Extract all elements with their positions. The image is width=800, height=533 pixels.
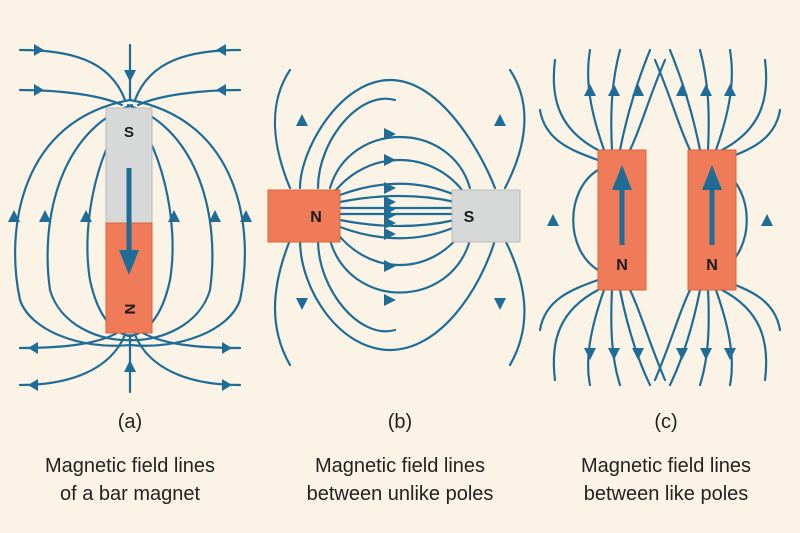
panel-c-letter: (c) [654, 411, 678, 433]
arrow-icon [28, 379, 38, 391]
field-line [128, 98, 246, 347]
panel-b-letter: (b) [387, 411, 413, 433]
panel-c-arrows [547, 84, 773, 360]
panel-b-arrows [296, 114, 506, 310]
magnet-c-right-label: N [706, 257, 718, 274]
field-line [14, 98, 132, 347]
magnet-a-bottom-label: N [121, 304, 138, 315]
field-line [126, 103, 214, 342]
arrow-icon [240, 210, 252, 222]
panel-b-caption-line2: between unlike poles [306, 483, 494, 505]
arrow-icon [209, 210, 221, 222]
arrow-icon [39, 210, 51, 222]
panel-b-caption-line1: Magnetic field lines [314, 455, 486, 477]
bar-magnet-a: S N [105, 107, 153, 334]
arrow-icon [124, 70, 136, 82]
panel-a-caption-line2: of a bar magnet [59, 483, 201, 505]
magnet-a-top-label: S [124, 124, 134, 141]
field-line [136, 88, 242, 107]
field-line [133, 333, 242, 387]
panel-c-caption-line2: between like poles [583, 483, 749, 505]
panel-b-field-lines [273, 68, 526, 367]
arrow-icon [216, 84, 226, 96]
magnet-b-left-label: N [310, 209, 322, 226]
magnet-c-right: N [687, 149, 737, 291]
panel-a-letter: (a) [117, 411, 143, 433]
panel-a-arrows [8, 44, 252, 391]
magnet-c-left-label: N [616, 257, 628, 274]
panel-c-field-lines [538, 48, 782, 387]
magnet-b-left: N [267, 189, 341, 243]
arrow-icon [168, 210, 180, 222]
magnet-c-right-arrow-icon [702, 165, 722, 190]
magnet-b-right-label: S [464, 209, 475, 226]
arrow-icon [34, 44, 44, 56]
arrow-icon [8, 210, 20, 222]
arrow-icon [216, 44, 226, 56]
arrow-icon [28, 342, 38, 354]
panel-c-caption-line1: Magnetic field lines [580, 455, 752, 477]
arrow-icon [222, 342, 232, 354]
magnet-b-right: S [451, 189, 521, 243]
field-line [18, 333, 127, 387]
field-line [46, 103, 134, 342]
panel-a-caption-line1: Magnetic field lines [44, 455, 216, 477]
field-line [18, 88, 124, 107]
arrow-icon [80, 210, 92, 222]
magnet-c-left: N [597, 149, 647, 291]
arrow-icon [222, 379, 232, 391]
magnet-a-direction-arrow-icon [119, 250, 139, 275]
arrow-icon [124, 360, 136, 372]
arrow-icon [34, 84, 44, 96]
magnet-c-left-arrow-icon [612, 165, 632, 190]
